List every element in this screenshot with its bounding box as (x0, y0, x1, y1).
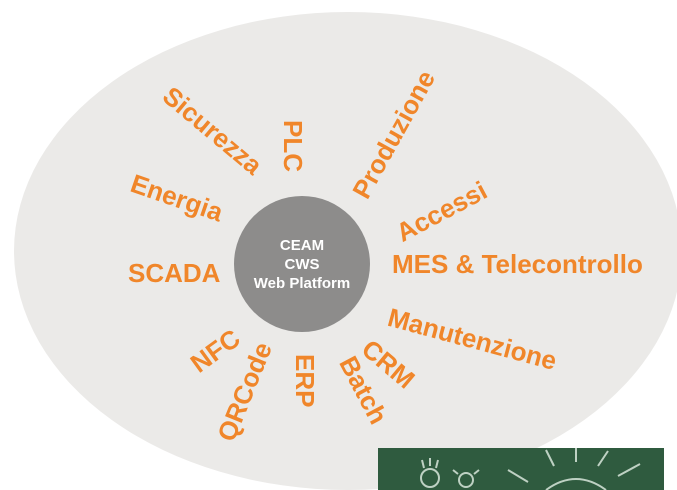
hub-circle: CEAM CWS Web Platform (234, 196, 370, 332)
hub-line-3: Web Platform (253, 274, 351, 292)
hub-line-1: CEAM (279, 236, 325, 254)
spoke-plc: PLC (278, 120, 308, 172)
hub-line-2: CWS (284, 255, 320, 273)
chalkboard-lightbulb-image (378, 448, 664, 490)
spoke-scada: SCADA (128, 258, 221, 288)
spoke-erp: ERP (290, 354, 320, 408)
spoke-mes: MES & Telecontrollo (392, 249, 643, 279)
chalkboard-drawing-icon (420, 448, 641, 490)
